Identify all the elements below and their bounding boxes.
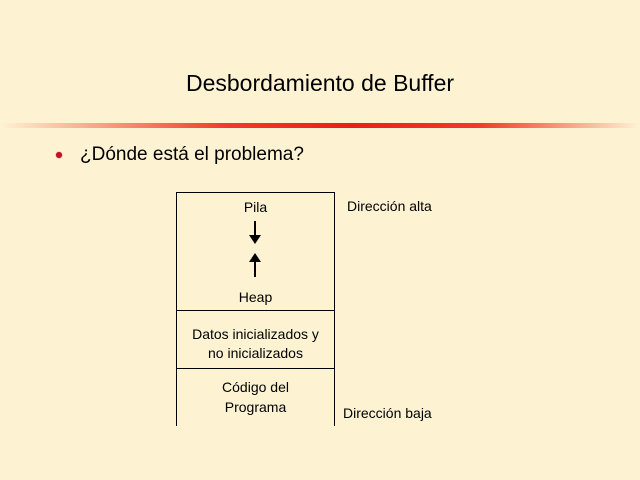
low-address-label: Dirección baja xyxy=(343,405,432,421)
segment-data-label-1: Datos inicializados y xyxy=(192,326,319,342)
segment-code-label-2: Programa xyxy=(224,399,287,415)
arrow-down-icon xyxy=(249,221,261,244)
segment-divider xyxy=(177,310,334,311)
memory-diagram: Pila Heap Datos inicializados y no inici… xyxy=(176,192,335,426)
segment-divider xyxy=(177,368,334,369)
bullet-icon xyxy=(56,152,62,158)
segment-code-label-1: Código del xyxy=(222,379,289,395)
segment-stack-label: Pila xyxy=(243,199,268,215)
arrow-up-icon xyxy=(249,253,261,277)
slide-title: Desbordamiento de Buffer xyxy=(185,70,455,96)
title-divider xyxy=(0,123,640,128)
segment-data-label-2: no inicializados xyxy=(208,345,303,361)
segment-heap-label: Heap xyxy=(238,289,273,305)
bullet-text: ¿Dónde está el problema? xyxy=(80,144,304,165)
high-address-label: Dirección alta xyxy=(347,198,432,214)
